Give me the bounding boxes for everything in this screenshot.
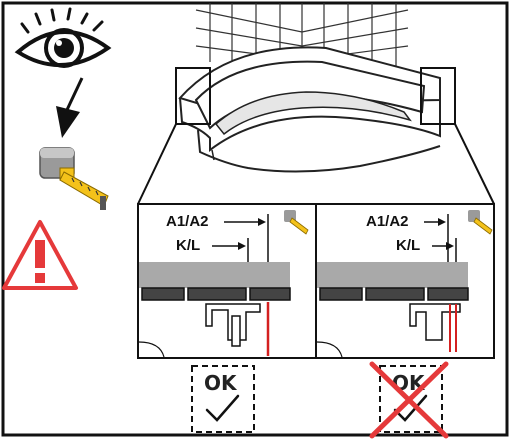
wall-band-right [317, 262, 468, 288]
label-left-offset: A1/A2 [166, 213, 209, 230]
cross-icon [369, 361, 449, 439]
verdict-correct-label: OK [204, 371, 238, 395]
panel-right-content: A1/A2 K/L [316, 210, 493, 358]
callout-box-left [175, 67, 211, 125]
shower-tray-illustration [137, 3, 495, 205]
wall-band-left [139, 262, 290, 288]
panel-left-content: A1/A2 K/L [138, 210, 309, 358]
tape-measure-icon [39, 147, 109, 210]
checkmark-icon [205, 394, 240, 422]
callout-box-right [420, 67, 456, 125]
verdict-incorrect: OK [369, 361, 449, 439]
warning-triangle-icon [2, 220, 78, 290]
down-arrow-icon [56, 77, 84, 138]
tape-measure-icon-small-left [284, 210, 309, 235]
tape-measure-icon-small-right [468, 210, 493, 235]
eye-icon [14, 7, 112, 68]
label-right-edge: K/L [396, 237, 420, 254]
label-left-edge: K/L [176, 237, 200, 254]
verdict-correct: OK [191, 365, 255, 433]
label-right-offset: A1/A2 [366, 213, 409, 230]
